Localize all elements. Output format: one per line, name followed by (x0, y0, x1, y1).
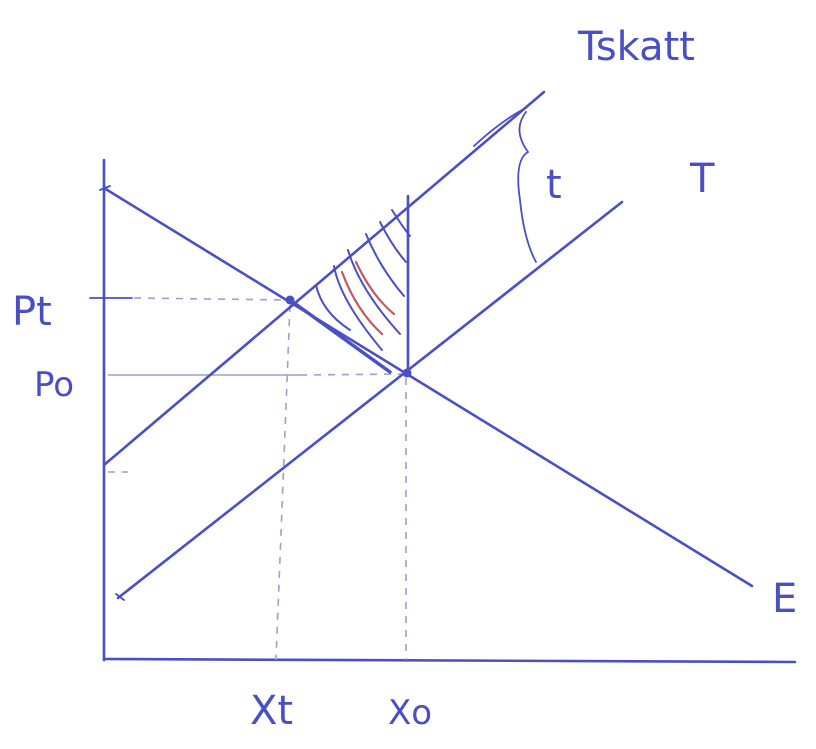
guide-pt-horizontal (133, 297, 291, 301)
guide-p0-horizontal-dashed (299, 373, 406, 376)
supply-curve-t (116, 200, 624, 600)
label-xt: Xt (250, 688, 293, 734)
deadweight-bottom-edge (288, 298, 392, 374)
supply-intercept-tick (115, 593, 125, 601)
tax-brace (517, 111, 537, 263)
label-x0: Xo (388, 693, 432, 733)
guide-xt-vertical (275, 304, 291, 661)
deadweight-hatch-red (340, 260, 396, 336)
equilibrium-no-tax-point (402, 368, 412, 378)
deadweight-hatch-blue (315, 209, 411, 351)
supply-curve-tskatt (102, 90, 546, 467)
label-supply-t: T (689, 156, 715, 202)
label-tax-t: t (546, 162, 562, 208)
label-tskatt: Tskatt (577, 24, 695, 70)
label-demand-e: E (772, 576, 797, 622)
equilibrium-tax-point (285, 295, 295, 305)
tax-brace-hook (473, 109, 523, 147)
demand-curve-e (102, 186, 754, 588)
label-pt: Pt (12, 289, 52, 335)
label-p0: Po (34, 365, 74, 405)
demand-intercept-tick (99, 185, 111, 191)
x-axis (102, 657, 797, 664)
